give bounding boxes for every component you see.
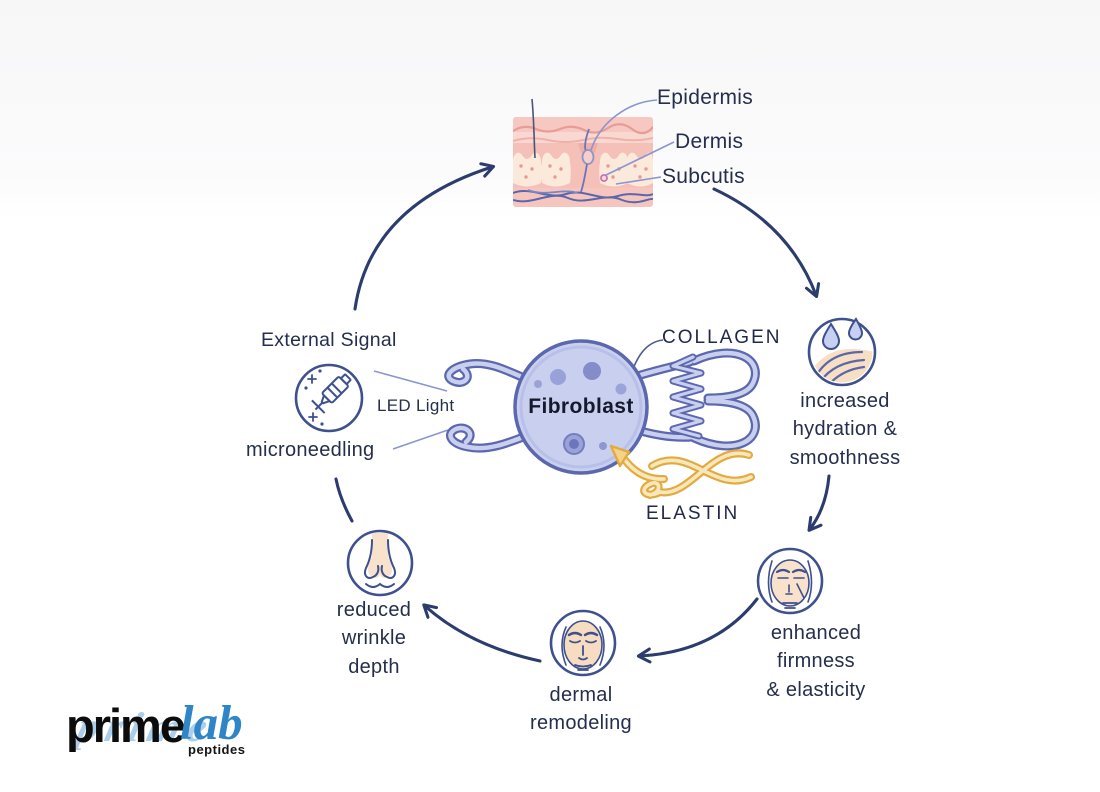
firmness-outcome-label: enhanced firmness & elasticity	[766, 622, 866, 701]
epidermis-leader-line	[590, 99, 658, 151]
subcutis-label: Subcutis	[662, 165, 745, 188]
elastin-label: ELASTIN	[646, 503, 740, 524]
microneedling-syringe-icon	[294, 363, 364, 433]
logo-lab-text: lab	[180, 695, 243, 750]
sparkles	[307, 374, 318, 422]
external-signal-label: External Signal	[261, 329, 397, 351]
hydration-droplets-icon	[807, 317, 877, 387]
subcutis-leader-line	[615, 176, 662, 185]
wrinkle-outcome-label: reduced wrinkle depth	[336, 599, 412, 678]
arrow-hydration-to-firmness	[807, 474, 831, 532]
skin-layers-illustration	[513, 98, 653, 207]
microneedling-label: microneedling	[246, 439, 375, 461]
cell-organelles	[534, 362, 627, 455]
arrow-signal-to-skin	[353, 162, 496, 311]
nose-wrinkle-icon	[346, 529, 414, 597]
elastin-fiber	[609, 444, 755, 499]
dermis-leader-line	[605, 141, 675, 176]
face-firmness-icon	[756, 547, 824, 615]
arrow-skin-to-hydration	[712, 187, 821, 299]
fibroblast-cell	[444, 339, 760, 475]
logo-prime-text: prime	[66, 699, 186, 752]
dermis-label: Dermis	[675, 130, 744, 153]
led-light-label: LED Light	[377, 396, 455, 415]
fibroblast-label: Fibroblast	[528, 394, 634, 418]
elastin-arrowhead	[609, 444, 631, 468]
led-light-leader-top	[373, 370, 448, 392]
led-light-leader-bottom	[392, 429, 449, 450]
arc-wrinkle-to-signal	[334, 477, 354, 523]
primelab-logo: prime prime lab peptides	[62, 695, 272, 762]
droplet-small	[847, 317, 864, 341]
collagen-coil	[669, 353, 705, 440]
droplet-large	[821, 322, 841, 350]
label-leader-lines	[373, 99, 675, 450]
face-remodeling-icon	[549, 609, 617, 677]
cycle-arrows	[334, 162, 831, 664]
logo-peptides-text: peptides	[188, 742, 246, 757]
remodeling-outcome-label: dermal remodeling	[530, 684, 632, 735]
collagen-label: COLLAGEN	[662, 327, 782, 348]
hair-shaft	[531, 98, 536, 159]
epidermis-label: Epidermis	[657, 86, 754, 109]
subcutis-marker-dot	[600, 174, 608, 182]
arrow-firmness-to-remodeling	[636, 597, 759, 664]
hydration-outcome-label: increased hydration & smoothness	[789, 390, 901, 469]
arrow-remodeling-to-wrinkle	[422, 603, 542, 663]
